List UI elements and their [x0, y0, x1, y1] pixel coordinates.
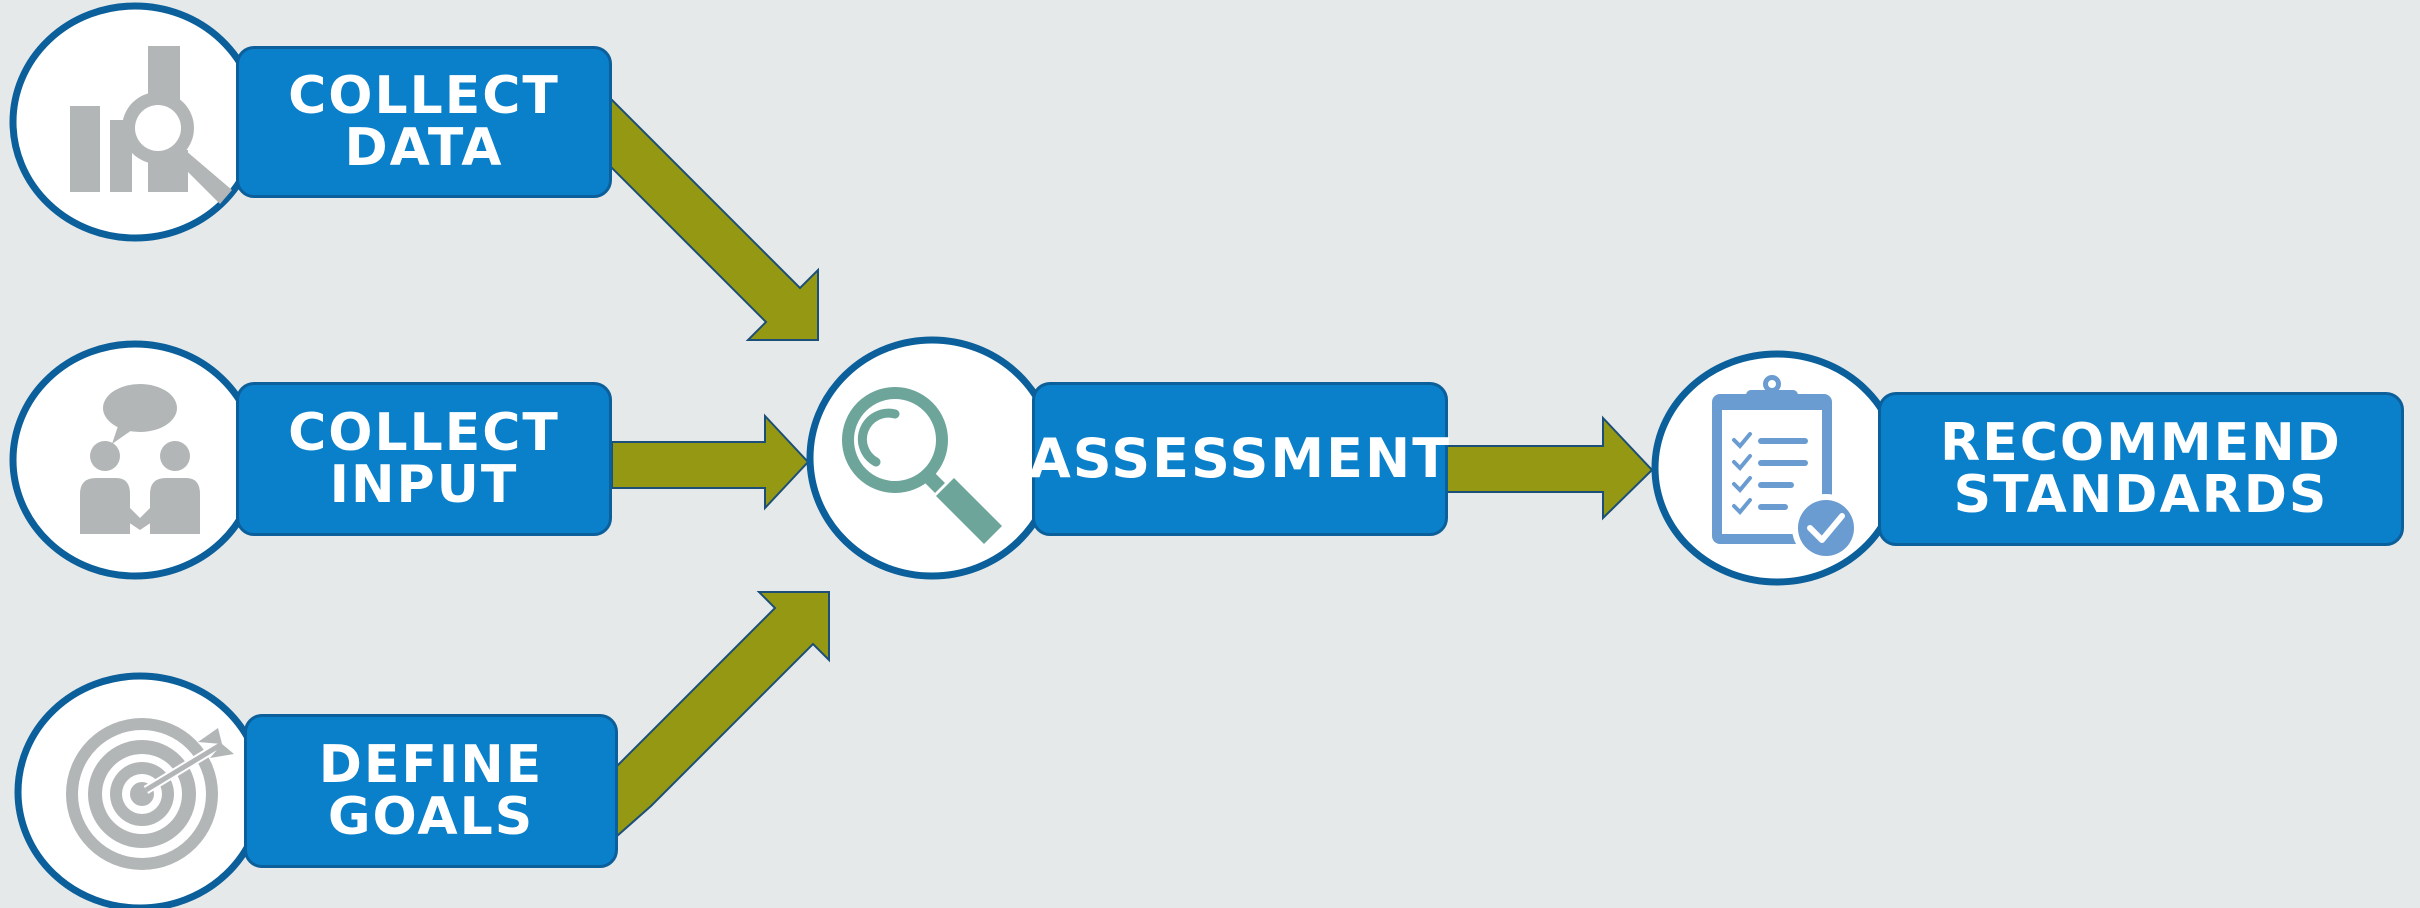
arrow-define-goals-to-assessment: [616, 591, 830, 839]
step-define-goals-line1: DEFINE: [318, 735, 544, 795]
target-arrow-icon: [66, 718, 234, 870]
step-collect-data-line2: DATA: [344, 118, 504, 178]
arrow-assessment-to-recommend: [1444, 415, 1654, 521]
step-define-goals-line2: GOALS: [327, 787, 535, 847]
step-collect-input-line2: INPUT: [329, 455, 519, 515]
magnifying-glass-icon: [842, 387, 1002, 544]
step-assessment: ASSESSMENT: [1028, 382, 1452, 536]
arrow-collect-data-to-assessment: [576, 98, 819, 341]
arrow-collect-input-to-assessment: [611, 413, 810, 511]
step-assessment-label: ASSESSMENT: [1028, 427, 1452, 490]
step-collect-data-line1: COLLECT: [288, 66, 560, 126]
step-collect-input: COLLECT INPUT: [236, 382, 612, 536]
step-recommend-line2: STANDARDS: [1953, 465, 2329, 525]
clipboard-checklist-icon: [1712, 375, 1860, 562]
people-speech-bubble-icon: [80, 384, 200, 534]
step-collect-input-line1: COLLECT: [288, 403, 560, 463]
bar-chart-magnifier-icon: [70, 46, 232, 204]
step-recommend-standards: RECOMMEND STANDARDS: [1878, 392, 2404, 546]
circle-collect-input: [9, 340, 261, 580]
step-collect-data: COLLECT DATA: [236, 46, 612, 198]
step-recommend-line1: RECOMMEND: [1940, 413, 2342, 473]
step-define-goals: DEFINE GOALS: [244, 714, 618, 868]
